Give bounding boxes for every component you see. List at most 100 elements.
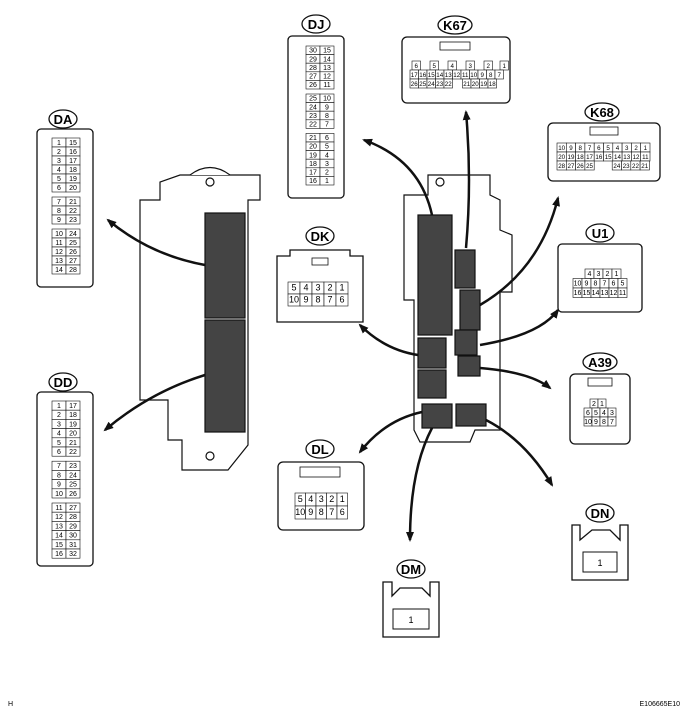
pin-number: 13 <box>55 523 63 530</box>
pin-number: 4 <box>325 152 329 159</box>
pin-number: 17 <box>411 72 418 79</box>
pin-number: 18 <box>309 161 317 168</box>
pin-number: 6 <box>340 507 345 517</box>
pin-number: 4 <box>588 271 592 278</box>
pin-cell <box>65 548 81 559</box>
pin-number: 5 <box>57 176 61 183</box>
pin-number: 16 <box>595 154 602 161</box>
svg-text:DJ: DJ <box>308 17 325 32</box>
pin-number: 21 <box>641 163 648 170</box>
pin-number: 26 <box>577 163 584 170</box>
pin-number: 1 <box>340 494 345 504</box>
pin-number: 22 <box>632 163 639 170</box>
pin-number: 7 <box>57 463 61 470</box>
arrow-to-k68 <box>479 196 560 307</box>
pin-number: 2 <box>329 494 334 504</box>
arrow-to-dk <box>358 323 419 357</box>
pin-number: 28 <box>69 514 77 521</box>
pin-cell <box>65 446 81 457</box>
pin-number: 8 <box>57 472 61 479</box>
arrow-to-dm <box>406 427 434 542</box>
pin-number: 20 <box>69 431 77 438</box>
pin-number: 8 <box>319 507 324 517</box>
label-k67: K67 <box>437 15 473 35</box>
pin-number: 13 <box>55 258 63 265</box>
pin-number: 6 <box>586 410 590 417</box>
pin-cell <box>335 293 349 307</box>
arrow-to-dn <box>485 418 554 487</box>
pin-number: 2 <box>634 145 638 152</box>
pin-number: 16 <box>574 290 582 297</box>
pin-number: 26 <box>69 491 77 498</box>
pin-number: 1 <box>339 282 344 292</box>
pin-number: 6 <box>57 449 61 456</box>
pin-number: 4 <box>451 63 455 70</box>
pin-number: 10 <box>584 419 592 426</box>
pin-number: 10 <box>470 72 477 79</box>
svg-text:DN: DN <box>591 506 610 521</box>
pin-number: 3 <box>469 63 473 70</box>
svg-text:1: 1 <box>408 615 413 625</box>
pin-number: 29 <box>309 56 317 63</box>
pin-number: 11 <box>642 154 649 161</box>
pin-number: 20 <box>472 81 479 88</box>
pin-number: 5 <box>325 144 329 151</box>
pin-number: 31 <box>69 542 77 549</box>
pin-number: 3 <box>610 410 614 417</box>
pin-number: 26 <box>309 82 317 89</box>
pin-number: 9 <box>481 72 485 79</box>
pin-number: 13 <box>445 72 452 79</box>
pin-number: 20 <box>558 154 565 161</box>
pin-number: 7 <box>327 294 332 304</box>
pin-number: 29 <box>69 523 77 530</box>
pin-number: 7 <box>329 507 334 517</box>
arrow-to-k67 <box>462 110 471 249</box>
pin-number: 8 <box>602 419 606 426</box>
pin-number: 16 <box>419 72 426 79</box>
pin-number: 22 <box>309 122 317 129</box>
pin-number: 17 <box>309 170 317 177</box>
arrow-to-a39 <box>479 366 552 390</box>
label-u1: U1 <box>585 223 615 243</box>
pin-number: 25 <box>419 81 426 88</box>
pin-number: 2 <box>606 271 610 278</box>
pin-number: 7 <box>57 199 61 206</box>
pin-number: 15 <box>55 542 63 549</box>
pin-number: 5 <box>621 281 625 288</box>
pin-cell <box>607 416 617 427</box>
pin-number: 2 <box>327 282 332 292</box>
pin-number: 8 <box>325 113 329 120</box>
pin-number: 10 <box>289 294 299 304</box>
pin-number: 4 <box>303 282 308 292</box>
pin-number: 27 <box>568 163 575 170</box>
pin-number: 26 <box>411 81 418 88</box>
pin-number: 11 <box>55 240 62 247</box>
pin-number: 3 <box>319 494 324 504</box>
left-ecu-unit <box>139 166 261 471</box>
pin-number: 1 <box>325 178 329 185</box>
svg-text:A39: A39 <box>588 355 612 370</box>
pin-number: 23 <box>69 217 77 224</box>
pin-number: 19 <box>69 421 77 428</box>
arrow-to-u1 <box>479 308 560 347</box>
pin-number: 11 <box>323 82 330 89</box>
pin-cell <box>336 505 348 520</box>
pin-number: 5 <box>57 440 61 447</box>
svg-text:DL: DL <box>311 442 328 457</box>
pin-number: 1 <box>600 401 604 408</box>
pin-number: 10 <box>574 281 582 288</box>
svg-text:K67: K67 <box>443 18 467 33</box>
pin-number: 2 <box>592 401 596 408</box>
pin-number: 13 <box>323 65 331 72</box>
label-k68: K68 <box>584 102 620 122</box>
pin-number: 21 <box>69 440 77 447</box>
pin-number: 10 <box>295 507 305 517</box>
pin-number: 15 <box>605 154 612 161</box>
pin-number: 18 <box>69 412 77 419</box>
svg-text:DM: DM <box>401 562 421 577</box>
label-dm: DM <box>396 559 426 579</box>
pin-number: 3 <box>325 161 329 168</box>
pin-number: 25 <box>69 240 77 247</box>
